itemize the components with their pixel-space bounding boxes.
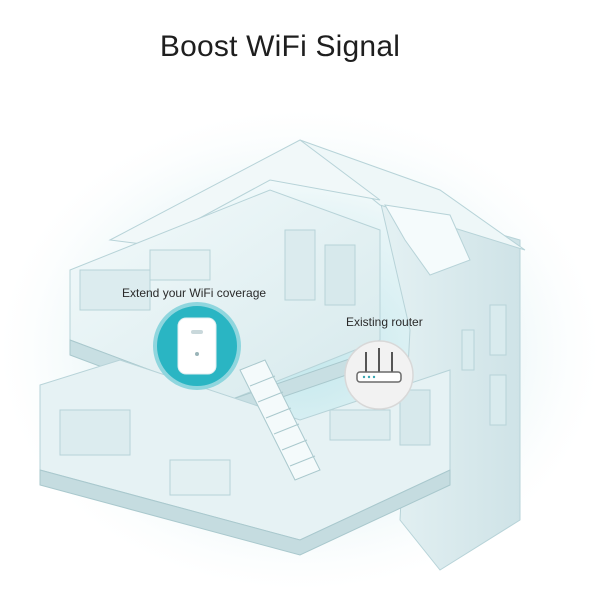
wifi-router-icon	[344, 340, 414, 410]
house-window	[489, 374, 507, 426]
house-window	[461, 329, 475, 371]
wifi-extender-icon	[153, 302, 241, 390]
furniture-sofa	[329, 409, 391, 441]
furniture-shelf	[79, 269, 151, 311]
furniture-table	[169, 459, 231, 496]
headline: Boost WiFi Signal	[159, 30, 401, 63]
furniture-kitchen-counter	[59, 409, 131, 456]
house-window	[489, 304, 507, 356]
furniture-desk	[284, 229, 316, 301]
house-dormer	[384, 204, 471, 276]
staircase	[239, 359, 321, 481]
router-label: Existing router	[346, 315, 423, 329]
ground-slab	[39, 469, 451, 556]
extender-label: Extend your WiFi coverage	[122, 286, 267, 300]
furniture-cabinet	[399, 389, 431, 446]
furniture-bed	[149, 249, 211, 281]
furniture-cabinet	[324, 244, 356, 306]
